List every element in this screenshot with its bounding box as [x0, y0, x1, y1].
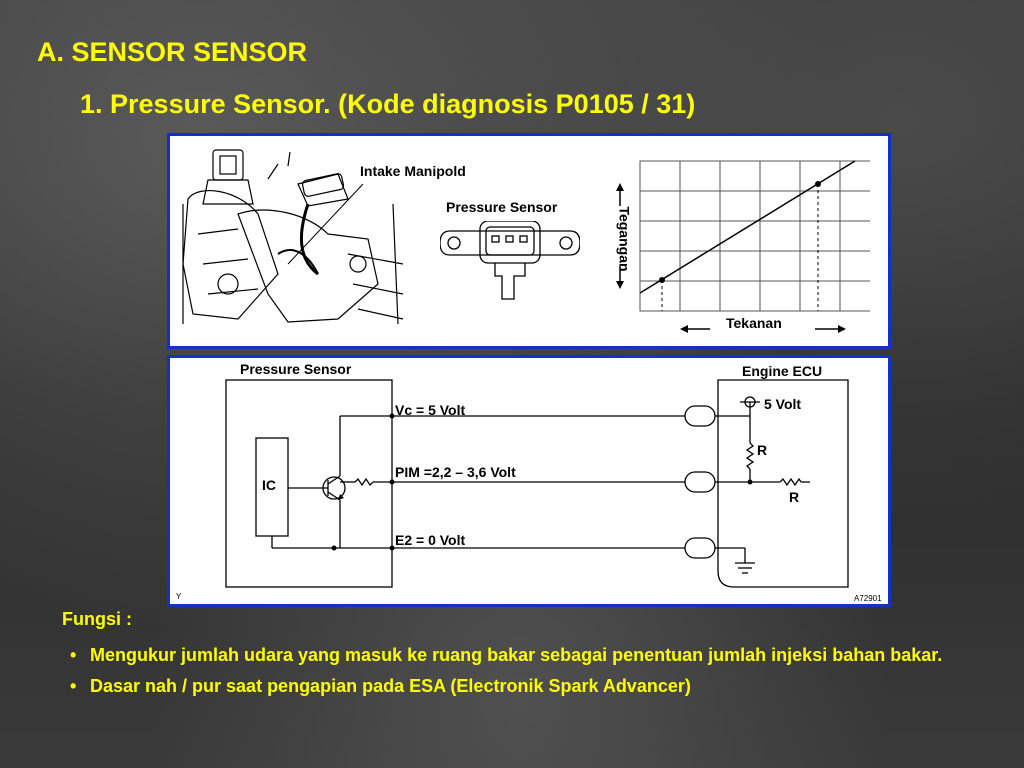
e2-terminal-label: E2 = 0 Volt: [395, 532, 466, 548]
sensor-title: 1. Pressure Sensor. (Kode diagnosis P010…: [80, 89, 696, 119]
function-item-text: Mengukur jumlah udara yang masuk ke ruan…: [90, 645, 943, 665]
pressure-sensor-part-label: Pressure Sensor: [446, 199, 558, 215]
voltage-pressure-graph: [616, 160, 870, 333]
graph-x-axis-label: Tekanan: [726, 315, 782, 331]
series-resistor-label: R: [789, 489, 800, 505]
function-list: •Mengukur jumlah udara yang masuk ke rua…: [70, 641, 970, 703]
vc-terminal-label: Vc = 5 Volt: [395, 402, 466, 418]
pullup-resistor-label: R: [757, 442, 768, 458]
intake-manifold-drawing: [182, 149, 404, 325]
function-item-text: Dasar nah / pur saat pengapian pada ESA …: [90, 676, 691, 696]
list-item: •Mengukur jumlah udara yang masuk ke rua…: [70, 645, 943, 665]
function-heading: Fungsi :: [62, 609, 132, 629]
ic-label: IC: [262, 477, 276, 493]
pressure-sensor-drawing: [440, 221, 580, 300]
pim-terminal-label: PIM =2,2 – 3,6 Volt: [395, 464, 516, 480]
intake-manifold-label: Intake Manipold: [360, 163, 466, 179]
circuit-diagram: [225, 379, 849, 588]
section-title: A. SENSOR SENSOR: [37, 37, 308, 67]
graph-y-axis-label: Tegangan: [616, 206, 633, 272]
figure-corner-mark: Y: [176, 592, 182, 601]
figure-code: A72901: [854, 594, 882, 603]
supply-voltage-label: 5 Volt: [764, 396, 802, 412]
circuit-sensor-label: Pressure Sensor: [240, 361, 352, 377]
circuit-diagram-panel: Pressure Sensor Engine ECU IC Vc = 5 Vol…: [167, 355, 891, 607]
sensor-illustration-panel: Intake Manipold Pressure Sensor: [167, 133, 891, 349]
list-item: •Dasar nah / pur saat pengapian pada ESA…: [70, 676, 691, 696]
engine-ecu-label: Engine ECU: [742, 363, 823, 379]
